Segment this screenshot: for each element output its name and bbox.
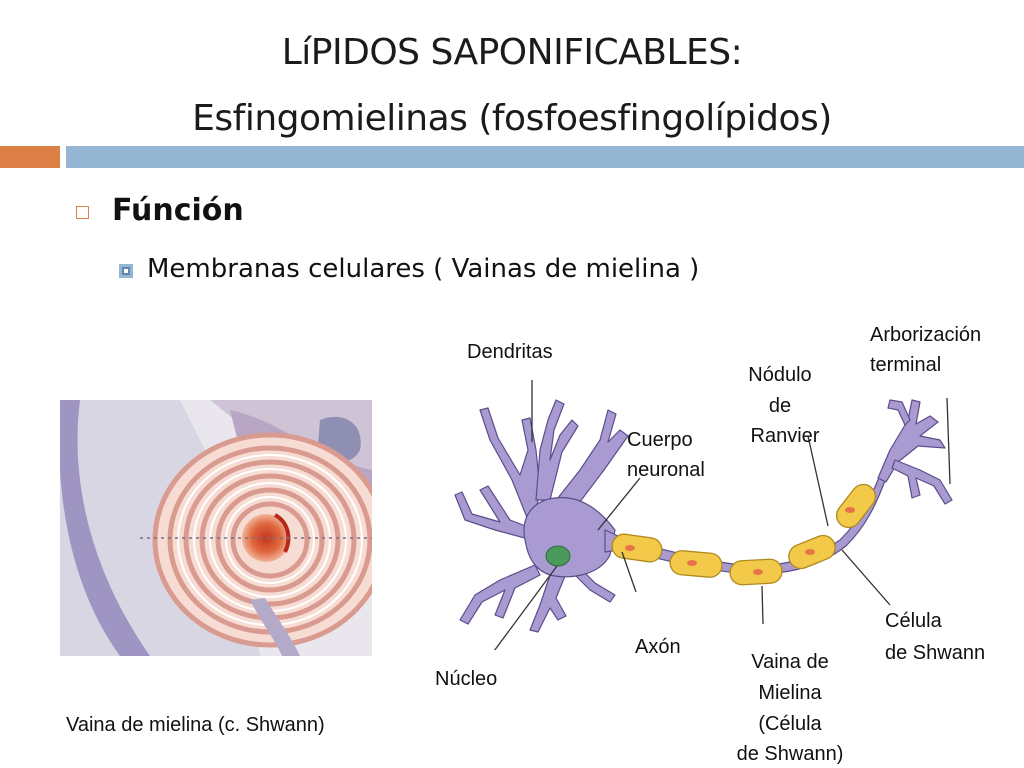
slide-title-line1: LíPIDOS SAPONIFICABLES: [281,32,743,73]
slide-title-line2: Esfingomielinas (fosfoesfingolípidos) [192,98,832,139]
label-arborizacion-line2: terminal [870,354,942,376]
accent-bar-orange [0,146,60,168]
square-bullet-icon [119,264,133,278]
label-celula-line1: Célula [885,610,942,632]
label-vaina-line4: de Shwann) [736,743,844,765]
label-nucleo: Núcleo [435,668,498,690]
label-celula-line2: de Shwann [885,642,986,664]
label-arborizacion-line1: Arborización [870,324,982,346]
label-vaina-line2: Mielina [758,682,822,704]
bullet-funcion: Fúnción [112,193,244,228]
label-vaina-line1: Vaina de [751,651,829,673]
bullet-membranas: Membranas celulares ( Vainas de mielina … [147,254,700,284]
label-nodulo-line3: Ranvier [750,425,820,447]
label-vaina-line3: (Célula [758,713,822,735]
label-dendritas: Dendritas [467,341,553,363]
myelin-sheath-illustration [60,400,372,656]
accent-bar-blue [66,146,1024,168]
myelin-caption: Vaina de mielina (c. Shwann) [66,714,325,736]
label-nodulo-line1: Nódulo [748,364,812,386]
hollow-square-bullet-icon [76,206,89,219]
label-cuerpo-line2: neuronal [627,459,705,481]
label-nodulo-line2: de [768,395,792,417]
neuron-diagram [454,380,953,650]
label-axon: Axón [635,636,681,658]
label-cuerpo-line1: Cuerpo [627,429,693,451]
